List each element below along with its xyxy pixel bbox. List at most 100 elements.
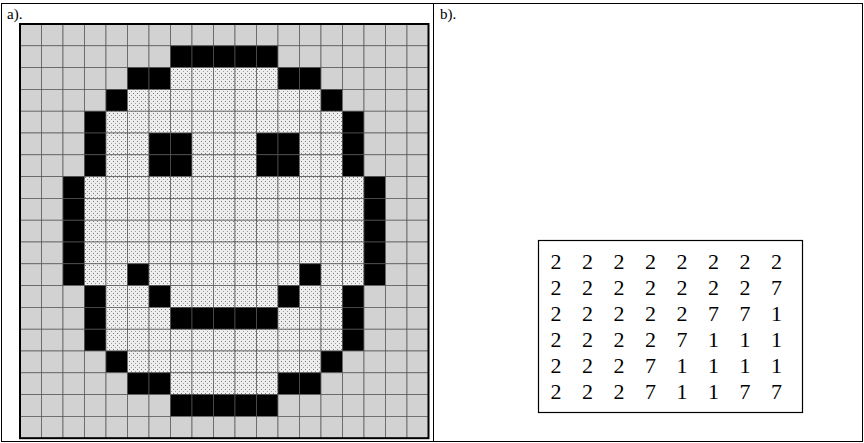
- matrix-cell: 7: [730, 379, 760, 405]
- pixel-cell: [20, 351, 42, 373]
- pixel-cell: [300, 24, 322, 46]
- pixel-cell: [63, 46, 85, 68]
- matrix-cell: 2: [604, 249, 634, 275]
- pixel-cell: [321, 198, 343, 220]
- pixel-cell: [42, 351, 64, 373]
- pixel-cell: [214, 286, 236, 308]
- matrix-cell: 1: [699, 327, 729, 353]
- pixel-cell: [321, 416, 343, 438]
- matrix-cell: 1: [730, 353, 760, 379]
- pixel-cell: [106, 307, 128, 329]
- pixel-cell: [63, 89, 85, 111]
- panel-frame: [2, 4, 863, 442]
- pixel-cell: [106, 177, 128, 199]
- pixel-cell: [321, 89, 343, 111]
- matrix-cell: 2: [699, 275, 729, 301]
- pixel-cell: [343, 242, 365, 264]
- pixel-cell: [321, 24, 343, 46]
- pixel-cell: [386, 177, 408, 199]
- pixel-cell: [171, 198, 193, 220]
- pixel-cell: [85, 155, 107, 177]
- matrix-cell: 2: [573, 249, 603, 275]
- pixel-cell: [386, 68, 408, 90]
- pixel-cell: [128, 286, 150, 308]
- pixel-cell: [343, 155, 365, 177]
- pixel-cell: [63, 220, 85, 242]
- pixel-cell: [278, 351, 300, 373]
- pixel-cell: [407, 286, 429, 308]
- pixel-cell: [192, 155, 214, 177]
- pixel-cell: [257, 373, 279, 395]
- pixel-cell: [106, 264, 128, 286]
- pixel-cell: [386, 220, 408, 242]
- pixel-cell: [171, 46, 193, 68]
- pixel-cell: [343, 329, 365, 351]
- matrix-cell: 2: [541, 379, 571, 405]
- pixel-cell: [42, 395, 64, 417]
- pixel-cell: [106, 133, 128, 155]
- pixel-cell: [149, 177, 171, 199]
- matrix-cell: 1: [667, 379, 697, 405]
- pixel-cell: [85, 416, 107, 438]
- pixel-cell: [128, 46, 150, 68]
- pixel-cell: [278, 24, 300, 46]
- pixel-cell: [343, 133, 365, 155]
- pixel-cell: [407, 68, 429, 90]
- pixel-cell: [128, 155, 150, 177]
- pixel-cell: [106, 46, 128, 68]
- pixel-cell: [20, 286, 42, 308]
- pixel-cell: [364, 111, 386, 133]
- pixel-cell: [235, 307, 257, 329]
- pixel-cell: [364, 177, 386, 199]
- pixel-cell: [192, 133, 214, 155]
- pixel-cell: [364, 264, 386, 286]
- pixel-cell: [321, 395, 343, 417]
- pixel-cell: [20, 329, 42, 351]
- pixel-cell: [171, 395, 193, 417]
- pixel-cell: [149, 307, 171, 329]
- pixel-cell: [128, 307, 150, 329]
- pixel-cell: [386, 286, 408, 308]
- pixel-cell: [85, 373, 107, 395]
- pixel-cell: [407, 155, 429, 177]
- pixel-cell: [42, 198, 64, 220]
- pixel-cell: [235, 89, 257, 111]
- matrix-cell: 2: [667, 275, 697, 301]
- pixel-cell: [149, 24, 171, 46]
- pixel-cell: [149, 89, 171, 111]
- pixel-cell: [42, 89, 64, 111]
- pixel-cell: [20, 373, 42, 395]
- pixel-cell: [300, 395, 322, 417]
- matrix-cell: 1: [667, 353, 697, 379]
- pixel-cell: [42, 286, 64, 308]
- pixel-cell: [63, 111, 85, 133]
- pixel-cell: [386, 133, 408, 155]
- pixel-cell: [257, 198, 279, 220]
- matrix-cell: 2: [541, 353, 571, 379]
- pixel-cell: [364, 307, 386, 329]
- pixel-cell: [171, 242, 193, 264]
- pixel-cell: [20, 307, 42, 329]
- pixel-cell: [235, 286, 257, 308]
- pixel-cell: [171, 220, 193, 242]
- pixel-cell: [278, 155, 300, 177]
- pixel-cell: [42, 307, 64, 329]
- pixel-cell: [85, 177, 107, 199]
- pixel-cell: [192, 307, 214, 329]
- pixel-cell: [63, 264, 85, 286]
- pixel-cell: [63, 286, 85, 308]
- pixel-cell: [343, 351, 365, 373]
- pixel-cell: [214, 89, 236, 111]
- pixel-cell: [300, 177, 322, 199]
- pixel-cell: [321, 373, 343, 395]
- pixel-cell: [300, 373, 322, 395]
- pixel-cell: [128, 242, 150, 264]
- pixel-cell: [63, 416, 85, 438]
- pixel-cell: [257, 395, 279, 417]
- pixel-cell: [171, 307, 193, 329]
- pixel-cell: [63, 351, 85, 373]
- pixel-cell: [128, 133, 150, 155]
- pixel-cell: [85, 68, 107, 90]
- pixel-cell: [364, 46, 386, 68]
- pixel-cell: [149, 133, 171, 155]
